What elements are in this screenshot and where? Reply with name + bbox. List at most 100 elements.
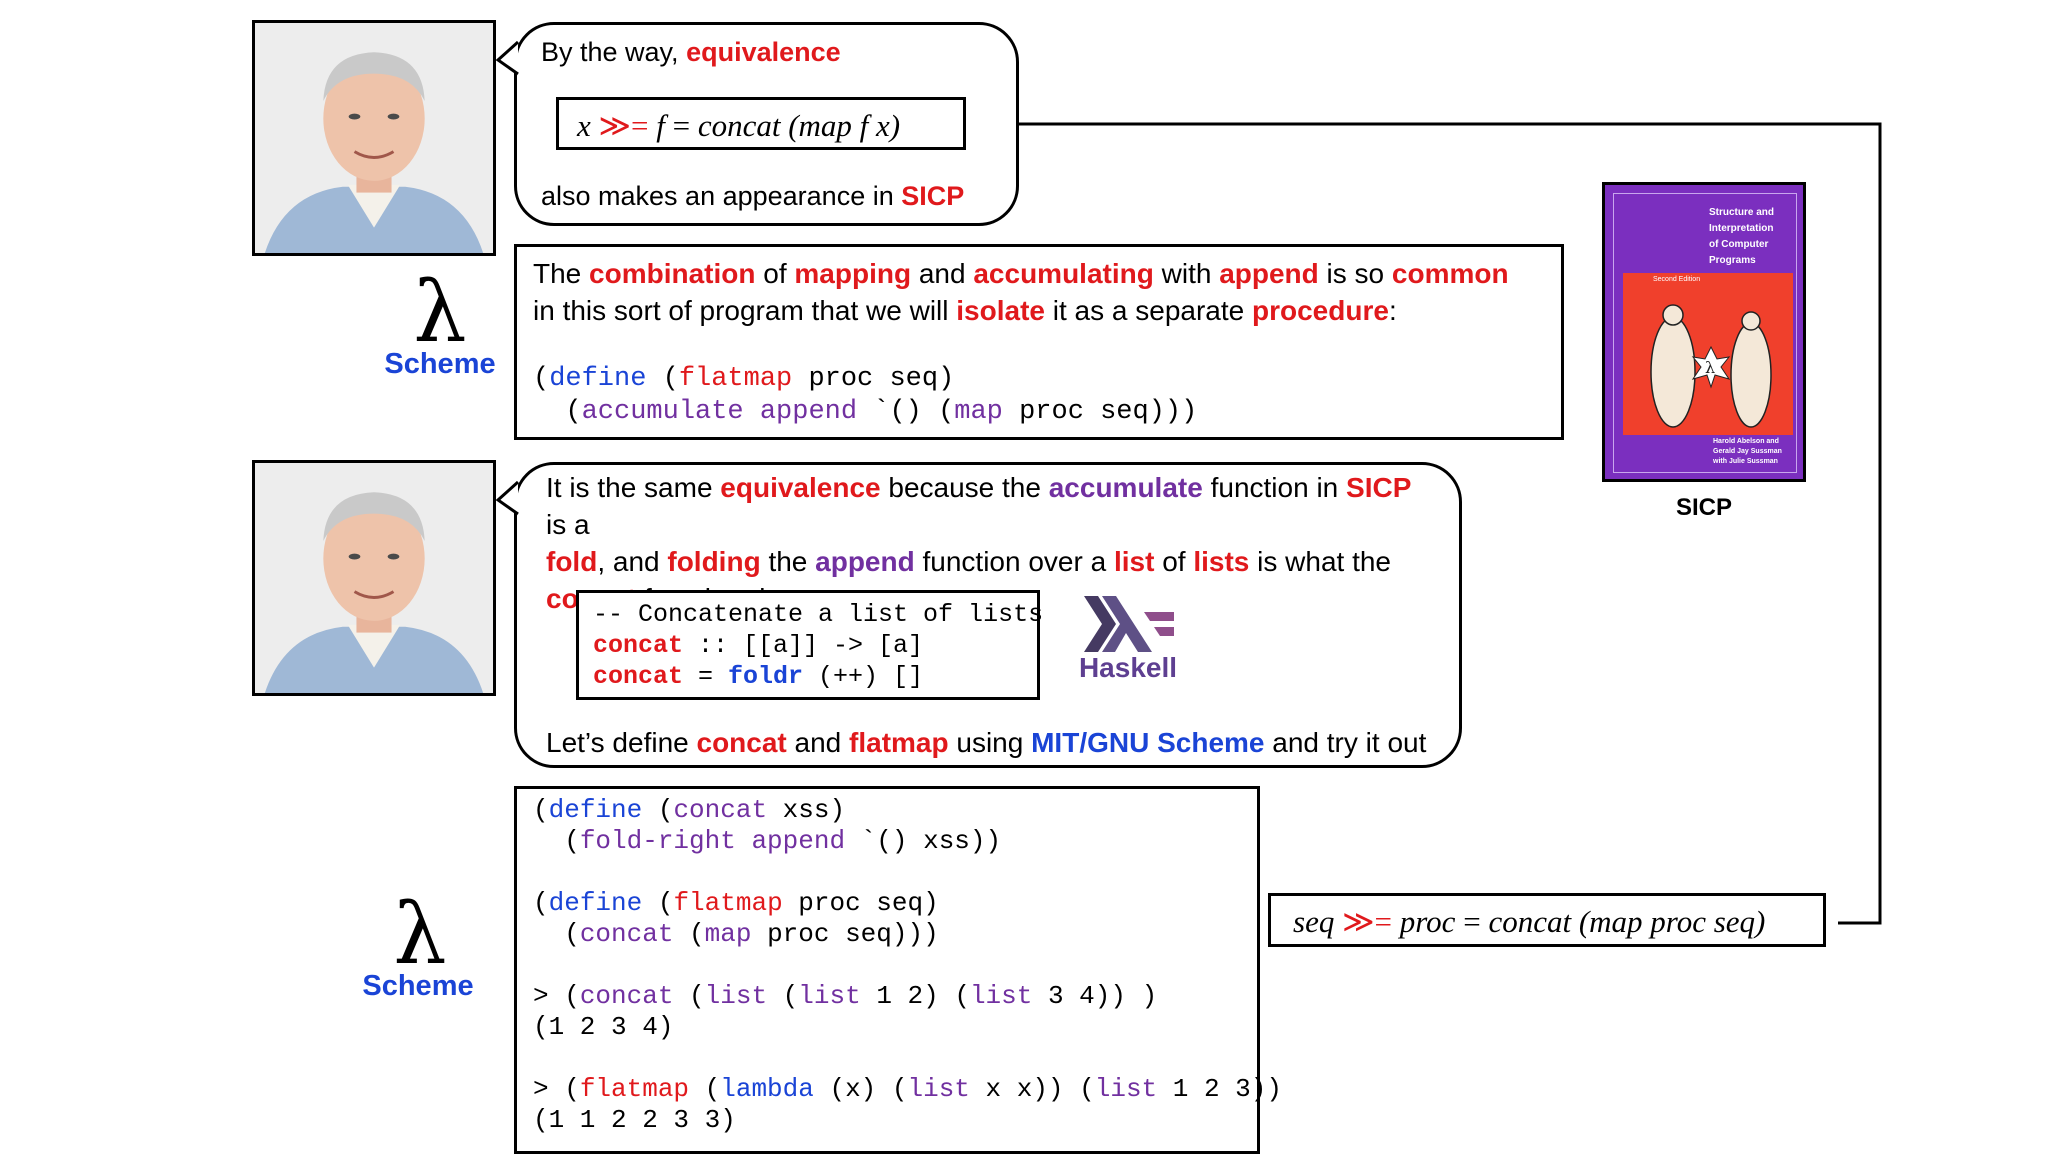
hs-concat: concat	[593, 631, 684, 660]
b2-text: , and	[597, 546, 668, 577]
code: (	[642, 888, 674, 918]
b2-sicp: SICP	[1346, 472, 1412, 503]
haskell-code-box: -- Concatenate a list of lists concat ::…	[576, 590, 1044, 700]
sicp-book-cover: Structure and Interpretation of Computer…	[1602, 182, 1806, 482]
intro-equivalence: equivalence	[686, 37, 841, 67]
b2f-concat: concat	[696, 727, 787, 758]
b2-accumulate: accumulate	[1048, 472, 1203, 503]
q-combination: combination	[589, 258, 756, 289]
code: (	[642, 795, 674, 825]
code: (	[767, 981, 799, 1011]
formula-bottom: seq ≫= proc = concat (map proc seq)	[1293, 904, 1765, 940]
result: (1 1 2 2 3 3)	[533, 1105, 736, 1135]
code: 1 2) (	[860, 981, 970, 1011]
q-text: :	[1388, 295, 1397, 326]
outro-sicp: SICP	[901, 181, 965, 211]
formula2-rhs: concat (map proc seq)	[1488, 904, 1766, 939]
kw-accumulate: accumulate	[581, 397, 744, 427]
code: (	[646, 364, 679, 394]
b2-folding: folding	[667, 546, 761, 577]
b2-text: function over a	[914, 546, 1114, 577]
book-illustration-panel: Second Edition λ	[1623, 273, 1793, 435]
formula-var-x: x	[577, 108, 591, 143]
code: (	[533, 888, 549, 918]
lambda-icon-bottom: λ	[393, 885, 447, 983]
b2f-mit-gnu-scheme: MIT/GNU Scheme	[1031, 727, 1265, 758]
b2f-text: using	[948, 727, 1032, 758]
book-title-line: of Computer	[1709, 239, 1769, 250]
b2-equivalence: equivalence	[720, 472, 881, 503]
portrait-top	[252, 20, 496, 256]
book-edition: Second Edition	[1653, 276, 1701, 283]
kw-define: define	[548, 795, 643, 825]
kw-lambda: lambda	[720, 1074, 814, 1104]
code: proc seq)))	[1002, 397, 1198, 427]
b2-text: is what the	[1249, 546, 1392, 577]
portrait-middle-image	[255, 463, 493, 693]
code: 3 4)) )	[1032, 981, 1158, 1011]
b2-text: the	[760, 546, 816, 577]
formula2-seq: seq	[1293, 904, 1335, 939]
b2-text: is a	[546, 509, 590, 540]
svg-text:λ: λ	[1705, 358, 1715, 377]
code: > (	[533, 981, 580, 1011]
kw-list: list	[969, 981, 1033, 1011]
q-common: common	[1391, 258, 1509, 289]
lambda-icon-top: λ	[413, 263, 467, 361]
scheme-code: (define (concat xss) (fold-right append …	[533, 795, 1282, 1136]
b2-text: because the	[880, 472, 1049, 503]
book-title: Structure and Interpretation of Computer…	[1709, 205, 1799, 269]
code: xss)	[767, 795, 846, 825]
kw-list: list	[704, 981, 768, 1011]
code: proc seq)))	[751, 919, 939, 949]
b2f-text: and try it out	[1264, 727, 1427, 758]
kw-flatmap: flatmap	[579, 1074, 690, 1104]
kw-map: map	[704, 919, 752, 949]
intro-text: By the way,	[541, 37, 687, 67]
b2f-flatmap: flatmap	[849, 727, 949, 758]
formula-top: x ≫= f = concat (map f x)	[577, 108, 900, 144]
kw-flatmap: flatmap	[673, 888, 783, 918]
bubble-middle-footer: Let’s define concat and flatmap using MI…	[546, 724, 1426, 761]
q-text: and	[911, 258, 974, 289]
b2-fold: fold	[546, 546, 598, 577]
q-accumulating: accumulating	[973, 258, 1154, 289]
scheme-label-top: Scheme	[384, 348, 496, 380]
formula2-equals: =	[1463, 904, 1481, 939]
formula-rhs: concat (map f x)	[697, 108, 901, 143]
book-author-line: with Julie Sussman	[1713, 458, 1778, 465]
kw-map: map	[954, 397, 1003, 427]
kw-define: define	[548, 888, 643, 918]
code: `() xss))	[845, 826, 1002, 856]
kw-append: append	[759, 397, 858, 427]
kw-append: append	[751, 826, 846, 856]
code	[744, 397, 760, 427]
hs-code: :: [[a]] -> [a]	[683, 631, 924, 660]
kw-define: define	[549, 364, 647, 394]
book-title-line: Structure and	[1709, 207, 1775, 218]
scheme-code-box: (define (concat xss) (fold-right append …	[514, 786, 1282, 1154]
hs-concat: concat	[593, 662, 684, 691]
code	[736, 826, 752, 856]
book-authors: Harold Abelson and Gerald Jay Sussman wi…	[1713, 437, 1803, 467]
book-wizards-illustration: λ	[1650, 304, 1772, 428]
outro-text: also makes an appearance in	[541, 181, 902, 211]
code: (	[533, 364, 550, 394]
scheme-label-bottom: Scheme	[362, 970, 474, 1002]
q-text: The	[533, 258, 590, 289]
kw-concat: concat	[579, 919, 674, 949]
kw-list: list	[798, 981, 861, 1011]
code: (	[533, 919, 580, 949]
formula-fn-f: f	[656, 108, 665, 143]
result: (1 2 3 4)	[533, 1012, 674, 1042]
q-text: is so	[1318, 258, 1392, 289]
code: `() (	[857, 397, 955, 427]
sicp-quote-text: The combination of mapping and accumulat…	[533, 255, 1553, 329]
kw-concat: concat	[673, 795, 768, 825]
q-text: with	[1153, 258, 1220, 289]
book-author-line: Harold Abelson and	[1713, 438, 1779, 445]
code: > (	[533, 1074, 580, 1104]
kw-list: list	[1094, 1074, 1158, 1104]
portrait-top-image	[255, 23, 493, 253]
hs-comment: -- Concatenate a list of lists	[593, 600, 1044, 629]
